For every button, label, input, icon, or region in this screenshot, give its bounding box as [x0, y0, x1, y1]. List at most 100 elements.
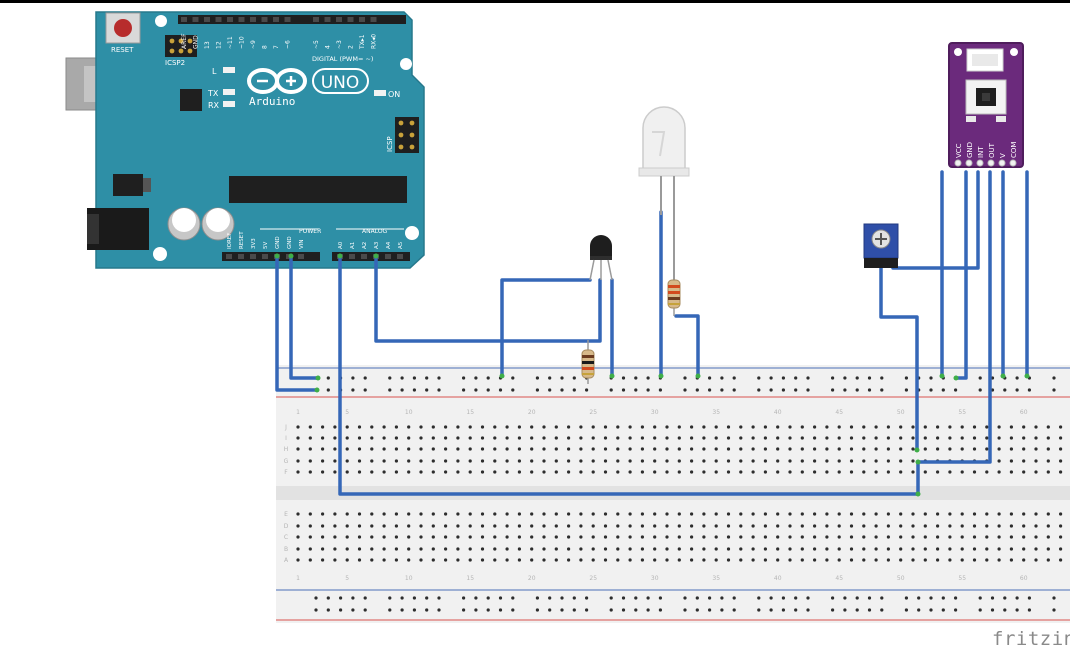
digital-pin-label: ~10	[239, 36, 246, 49]
row-letter: G	[284, 458, 289, 465]
terminal-hole	[936, 436, 940, 440]
rail-hole	[794, 388, 798, 392]
terminal-hole	[1022, 547, 1026, 551]
terminal-hole	[419, 547, 423, 551]
led-l	[223, 67, 235, 73]
rail-hole	[880, 596, 884, 600]
terminal-hole	[714, 425, 718, 429]
rail-hole	[990, 596, 995, 600]
trimmer-potentiometer[interactable]	[863, 223, 899, 268]
terminal-hole	[653, 547, 657, 551]
terminal-hole	[333, 524, 337, 528]
terminal-hole	[985, 512, 989, 516]
terminal-hole	[985, 425, 989, 429]
terminal-hole	[296, 447, 300, 451]
sensor-pin-label: V	[999, 153, 1007, 158]
terminal-hole	[480, 436, 485, 440]
terminal-hole	[444, 447, 448, 451]
terminal-hole	[345, 470, 349, 474]
terminal-hole	[579, 535, 583, 539]
rail-hole	[425, 376, 429, 380]
terminal-hole	[640, 470, 645, 474]
terminal-hole	[923, 436, 927, 440]
rail-hole	[400, 388, 404, 392]
rail-hole	[806, 376, 810, 380]
digital-pin	[284, 17, 291, 22]
terminal-hole	[665, 459, 669, 463]
terminal-hole	[960, 436, 964, 440]
power-pin	[250, 254, 256, 259]
terminal-hole	[382, 447, 386, 451]
rail-hole	[757, 608, 761, 612]
terminal-hole	[333, 512, 337, 516]
terminal-hole	[345, 535, 349, 539]
terminal-hole	[542, 436, 546, 440]
terminal-hole	[517, 558, 522, 562]
sensor-pins	[954, 159, 1017, 167]
rail-hole	[708, 596, 712, 600]
terminal-hole	[591, 425, 595, 429]
voltage-regulator	[113, 174, 143, 196]
terminal-hole	[530, 547, 534, 551]
terminal-hole	[407, 535, 411, 539]
terminal-hole	[542, 447, 546, 451]
terminal-hole	[603, 447, 608, 451]
rail-hole	[646, 596, 650, 600]
terminal-hole	[616, 459, 620, 463]
rail-hole	[683, 388, 687, 392]
terminal-hole	[480, 425, 485, 429]
terminal-hole	[825, 470, 829, 474]
rail-hole	[339, 608, 343, 612]
terminal-hole	[886, 470, 891, 474]
terminal-hole	[1009, 447, 1014, 451]
terminal-hole	[517, 535, 522, 539]
rail-hole	[388, 388, 392, 392]
terminal-hole	[776, 459, 780, 463]
terminal-hole	[751, 558, 755, 562]
terminal-hole	[1046, 558, 1050, 562]
terminal-hole	[726, 558, 731, 562]
terminal-hole	[542, 425, 546, 429]
terminal-hole	[628, 425, 632, 429]
breadboard-holes	[296, 376, 1063, 612]
power-pin	[238, 254, 244, 259]
digital-pin-label: AREF	[181, 33, 188, 49]
rail-hole	[437, 596, 441, 600]
terminal-hole	[333, 535, 337, 539]
on-label: ON	[388, 90, 400, 99]
terminal-hole	[640, 436, 645, 440]
terminal-hole	[1022, 459, 1026, 463]
reset-label: RESET	[111, 46, 134, 54]
digital-pin	[313, 17, 319, 22]
terminal-hole	[763, 459, 768, 463]
rail-hole	[437, 376, 441, 380]
terminal-hole	[370, 524, 374, 528]
terminal-hole	[382, 558, 386, 562]
terminal-hole	[1034, 512, 1038, 516]
terminal-hole	[357, 425, 362, 429]
rail-hole	[855, 596, 859, 600]
reset-button[interactable]	[114, 19, 132, 37]
terminal-hole	[726, 425, 731, 429]
terminal-hole	[960, 535, 964, 539]
rail-hole	[806, 388, 810, 392]
terminal-hole	[419, 436, 423, 440]
terminal-hole	[997, 512, 1001, 516]
terminal-hole	[1022, 436, 1026, 440]
rail-hole	[498, 596, 503, 600]
terminal-hole	[394, 470, 398, 474]
rail-hole	[855, 388, 859, 392]
digital-pin-label: ~5	[313, 40, 320, 49]
terminal-hole	[357, 447, 362, 451]
terminal-hole	[702, 436, 706, 440]
terminal-hole	[321, 512, 325, 516]
terminal-hole	[763, 524, 768, 528]
terminal-hole	[1009, 535, 1014, 539]
terminal-hole	[923, 470, 927, 474]
terminal-hole	[1034, 447, 1038, 451]
analog-pin-label: A1	[350, 242, 356, 249]
terminal-hole	[370, 425, 374, 429]
terminal-hole	[505, 447, 509, 451]
rail-hole	[683, 596, 687, 600]
